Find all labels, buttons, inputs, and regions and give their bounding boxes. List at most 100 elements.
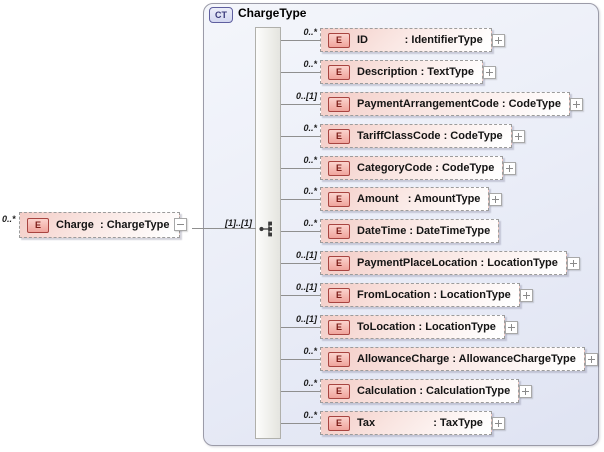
connector-line [281, 168, 320, 169]
cardinality-label: 0..* [303, 346, 317, 356]
expand-handle-icon[interactable] [503, 161, 517, 175]
root-connector-line [192, 228, 256, 229]
element-label: PaymentPlaceLocation : LocationType [357, 257, 558, 269]
connector-line [281, 231, 320, 232]
root-cardinality-label: 0..* [2, 214, 16, 224]
connector-line [281, 295, 320, 296]
element-label: Amount : AmountType [357, 193, 481, 205]
element-badge: E [27, 217, 49, 233]
cardinality-label: 0..[1] [295, 250, 317, 260]
collapse-handle-icon[interactable] [174, 218, 187, 231]
cardinality-label: 0..* [303, 378, 317, 388]
cardinality-label: 0..* [303, 123, 317, 133]
element-row-category-code: 0..* E CategoryCode : CodeType [281, 155, 517, 180]
cardinality-label: 0..[1] [295, 282, 317, 292]
element-row-tax: 0..* E Tax : TaxType [281, 410, 505, 435]
element-row-id: 0..* E ID : IdentifierType [281, 27, 505, 52]
element-row-from-location: 0..[1] E FromLocation : LocationType [281, 282, 533, 307]
connector-line [281, 136, 320, 137]
element-box[interactable]: E ID : IdentifierType [320, 28, 492, 52]
element-box[interactable]: E CategoryCode : CodeType [320, 156, 504, 180]
connector-line [281, 40, 320, 41]
element-row-datetime: 0..* E DateTime : DateTimeType [281, 218, 500, 243]
element-label: Calculation : CalculationType [357, 385, 511, 397]
sequence-bar [255, 27, 281, 439]
connector-line [281, 104, 320, 105]
element-badge: E [328, 223, 350, 239]
connector-line [281, 359, 320, 360]
element-label: FromLocation : LocationType [357, 289, 511, 301]
expand-handle-icon[interactable] [584, 352, 598, 366]
cardinality-label: 0..* [303, 218, 317, 228]
element-box[interactable]: E FromLocation : LocationType [320, 283, 520, 307]
expand-handle-icon[interactable] [569, 97, 583, 111]
expand-handle-icon[interactable] [511, 129, 525, 143]
connector-line [281, 72, 320, 73]
root-element-charge[interactable]: E Charge : ChargeType [19, 212, 187, 238]
element-row-payment-place-location: 0..[1] E PaymentPlaceLocation : Location… [281, 250, 580, 275]
expand-handle-icon[interactable] [504, 320, 518, 334]
element-box[interactable]: E PaymentPlaceLocation : LocationType [320, 251, 567, 275]
expand-handle-icon[interactable] [489, 192, 503, 206]
element-badge: E [328, 287, 350, 303]
cardinality-label: 0..[1] [295, 91, 317, 101]
element-box[interactable]: E AllowanceCharge : AllowanceChargeType [320, 347, 585, 371]
element-label: PaymentArrangementCode : CodeType [357, 98, 561, 110]
element-row-calculation: 0..* E Calculation : CalculationType [281, 378, 533, 403]
element-label: Tax : TaxType [357, 417, 483, 429]
connector-line [281, 327, 320, 328]
element-label: AllowanceCharge : AllowanceChargeType [357, 353, 576, 365]
complex-type-title: ChargeType [238, 6, 307, 20]
element-row-to-location: 0..[1] E ToLocation : LocationType [281, 314, 518, 339]
element-label: ToLocation : LocationType [357, 321, 496, 333]
sequence-compositor-icon[interactable] [258, 220, 278, 238]
element-box[interactable]: E TariffClassCode : CodeType [320, 124, 512, 148]
element-label: ID : IdentifierType [357, 34, 483, 46]
cardinality-label: 0..* [303, 186, 317, 196]
element-badge: E [328, 255, 350, 271]
connector-line [281, 391, 320, 392]
element-badge: E [328, 191, 350, 207]
expand-handle-icon[interactable] [566, 256, 580, 270]
element-badge: E [328, 32, 350, 48]
complex-type-badge: CT [209, 7, 233, 23]
root-element-box[interactable]: E Charge : ChargeType [19, 212, 180, 238]
cardinality-label: 0..* [303, 27, 317, 37]
expand-handle-icon[interactable] [519, 288, 533, 302]
element-badge: E [328, 160, 350, 176]
element-label: TariffClassCode : CodeType [357, 130, 503, 142]
element-badge: E [328, 64, 350, 80]
element-badge: E [328, 319, 350, 335]
element-box[interactable]: E ToLocation : LocationType [320, 315, 505, 339]
expand-handle-icon[interactable] [491, 33, 505, 47]
element-box[interactable]: E Tax : TaxType [320, 411, 492, 435]
cardinality-label: 0..* [303, 155, 317, 165]
element-label: DateTime : DateTimeType [357, 225, 491, 237]
expand-handle-icon[interactable] [482, 65, 496, 79]
element-row-amount: 0..* E Amount : AmountType [281, 186, 503, 211]
element-box[interactable]: E Calculation : CalculationType [320, 379, 520, 403]
element-label: Description : TextType [357, 66, 474, 78]
element-badge: E [328, 383, 350, 399]
cardinality-label: 0..* [303, 410, 317, 420]
element-label: CategoryCode : CodeType [357, 162, 495, 174]
expand-handle-icon[interactable] [491, 416, 505, 430]
cardinality-label: 0..* [303, 59, 317, 69]
expand-handle-icon[interactable] [519, 384, 533, 398]
connector-line [281, 199, 320, 200]
element-row-description: 0..* E Description : TextType [281, 59, 496, 84]
element-badge: E [328, 351, 350, 367]
element-badge: E [328, 128, 350, 144]
element-badge: E [328, 96, 350, 112]
element-row-payment-arrangement-code: 0..[1] E PaymentArrangementCode : CodeTy… [281, 91, 583, 116]
element-box[interactable]: E Amount : AmountType [320, 187, 490, 211]
connector-line [281, 423, 320, 424]
connector-line [281, 263, 320, 264]
element-box[interactable]: E DateTime : DateTimeType [320, 219, 500, 243]
element-box[interactable]: E PaymentArrangementCode : CodeType [320, 92, 570, 116]
element-badge: E [328, 415, 350, 431]
element-box[interactable]: E Description : TextType [320, 60, 483, 84]
group-cardinality-label: [1]..[1] [225, 218, 252, 228]
root-element-label: Charge : ChargeType [56, 219, 170, 231]
